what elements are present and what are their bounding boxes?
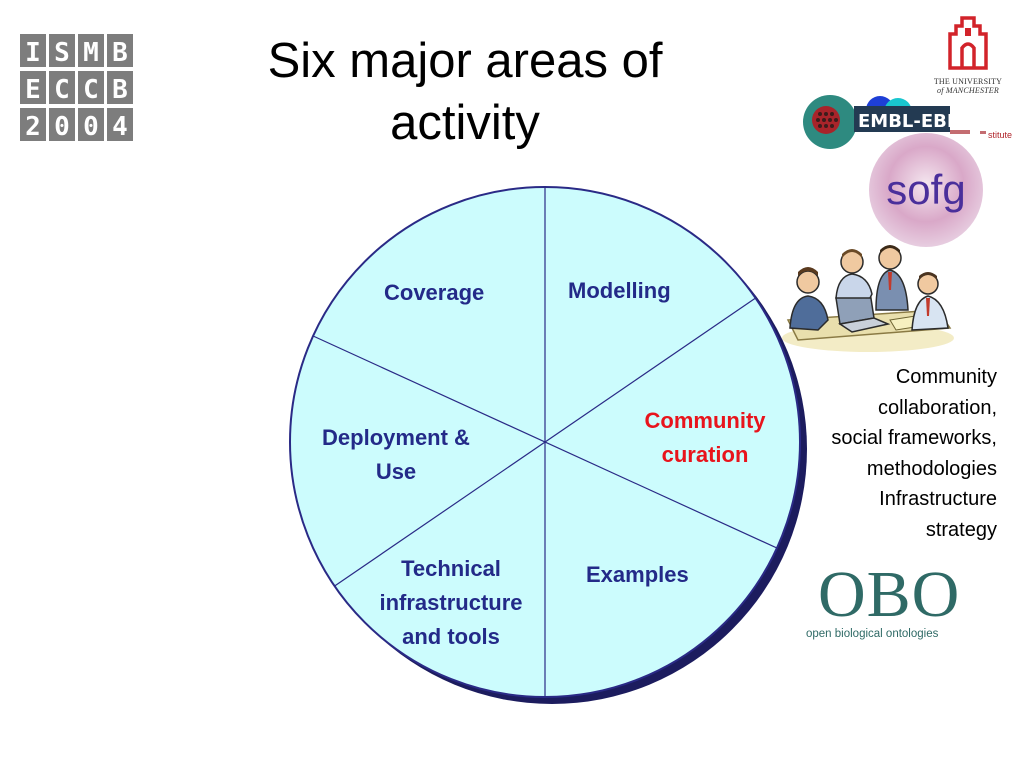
segment-modelling: Modelling: [568, 274, 671, 308]
segment-technical-infrastructure: Technical infrastructure and tools: [356, 552, 546, 654]
segment-coverage: Coverage: [384, 276, 484, 310]
side-text-line-5: Infrastructure: [879, 488, 997, 511]
side-text-line-3: social frameworks,: [831, 427, 997, 450]
sofg-text: sofg: [886, 166, 965, 213]
segment-technical-line-1: Technical: [401, 556, 501, 581]
manchester-line-2: of MANCHESTER: [937, 86, 999, 95]
people-collaborating-illustration: [778, 240, 958, 361]
side-text-line-2: collaboration,: [878, 396, 997, 419]
segment-coverage-label: Coverage: [384, 280, 485, 305]
side-text-line-1: Community: [895, 366, 997, 388]
segment-technical-line-3: and tools: [402, 624, 500, 649]
segment-deployment-line-1: Deployment &: [322, 425, 470, 450]
embl-ebi-text: EMBL-EBI: [858, 111, 954, 132]
side-text-line-4: methodologies: [866, 457, 997, 480]
segment-deployment-line-2: Use: [375, 459, 417, 484]
segment-technical-line-2: infrastructure: [379, 590, 523, 615]
title-line-2: activity: [390, 96, 540, 150]
obo-logo: OBO open biological ontologies: [804, 558, 994, 641]
segment-community-curation-line-1: Community: [644, 408, 766, 433]
ismb-letter-3-3: 0: [83, 112, 99, 142]
ismb-letter-2-4: B: [112, 75, 128, 105]
segment-examples-label: Examples: [586, 562, 689, 587]
embl-ebi-logo: EMBL-EBI stitute: [800, 92, 1024, 157]
embl-fragment-text: stitute: [988, 130, 1012, 140]
side-description: Community collaboration, social framewor…: [831, 362, 997, 546]
ismb-letter-1-2: S: [54, 38, 70, 68]
ismb-letter-1-1: I: [25, 38, 41, 68]
ismb-letter-1-3: M: [83, 38, 99, 68]
ismb-letter-2-3: C: [83, 75, 99, 105]
ismb-letter-1-4: B: [112, 38, 128, 68]
university-of-manchester-logo: THE UNIVERSITY of MANCHESTER: [918, 14, 1018, 95]
manchester-crest-icon: [948, 16, 988, 70]
side-text-line-6: strategy: [925, 518, 997, 541]
segment-examples: Examples: [586, 558, 689, 592]
slide-title: Six major areas of activity: [200, 30, 730, 154]
ismb-letter-2-1: E: [25, 75, 41, 105]
segment-modelling-label: Modelling: [568, 278, 671, 303]
segment-community-curation: Community curation: [626, 404, 784, 472]
obo-logo-text: OBO: [818, 558, 961, 631]
ismb-eccb-2004-logo: I S M B E C C B 2 0 0 4: [18, 32, 134, 149]
obo-logo-subtitle: open biological ontologies: [806, 628, 939, 640]
ismb-letter-3-4: 4: [112, 112, 128, 142]
ismb-letter-3-1: 2: [25, 112, 41, 142]
ismb-letter-2-2: C: [54, 75, 70, 105]
segment-community-curation-line-2: curation: [661, 442, 749, 467]
ismb-letter-3-2: 0: [54, 112, 70, 142]
sofg-logo: sofg: [850, 132, 1000, 255]
title-line-1: Six major areas of: [267, 34, 663, 88]
segment-deployment-use: Deployment & Use: [298, 421, 494, 489]
manchester-line-1: THE UNIVERSITY: [933, 77, 1003, 86]
